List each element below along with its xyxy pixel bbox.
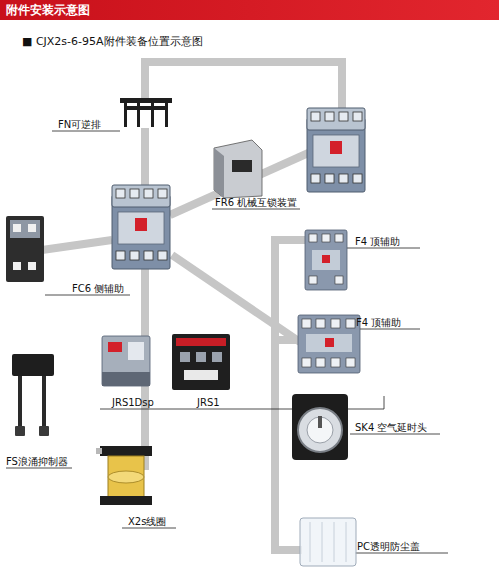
mechanical-interlock: [214, 140, 262, 198]
top-auxiliary: [298, 315, 360, 373]
reversing-busbar: [120, 98, 172, 127]
thermal-relay: [102, 336, 150, 386]
subtitle: ■ CJX2s-6-95A附件装备位置示意图: [22, 36, 203, 48]
part-label: FR6 机械互锁装置: [215, 197, 297, 209]
part-label: FS浪涌抑制器: [6, 456, 68, 468]
thermal-relay: [172, 334, 230, 390]
part-label: PC透明防尘盖: [357, 541, 420, 553]
part-label: FN可逆排: [58, 119, 101, 131]
part-label: JRS1: [197, 397, 220, 409]
leader-lines: [6, 131, 448, 553]
connection-bands: [42, 62, 342, 550]
top-auxiliary: [305, 230, 347, 290]
header-bar: [0, 0, 499, 20]
surge-suppressor: [12, 354, 54, 436]
page-title: 附件安装示意图: [6, 3, 90, 17]
part-label: F4 顶辅助: [356, 317, 401, 329]
coil: [96, 446, 152, 505]
contactor: [307, 108, 365, 192]
side-auxiliary: [6, 216, 44, 282]
part-label: F4 顶辅助: [355, 236, 400, 248]
dust-cover: [300, 518, 356, 566]
part-label: JRS1Dsp: [112, 397, 154, 409]
contactor: [112, 185, 170, 269]
part-label: X2s线圈: [128, 516, 166, 528]
air-timer-head: [292, 394, 348, 460]
part-label: FC6 侧辅助: [72, 283, 124, 295]
part-label: SK4 空气延时头: [355, 422, 427, 434]
